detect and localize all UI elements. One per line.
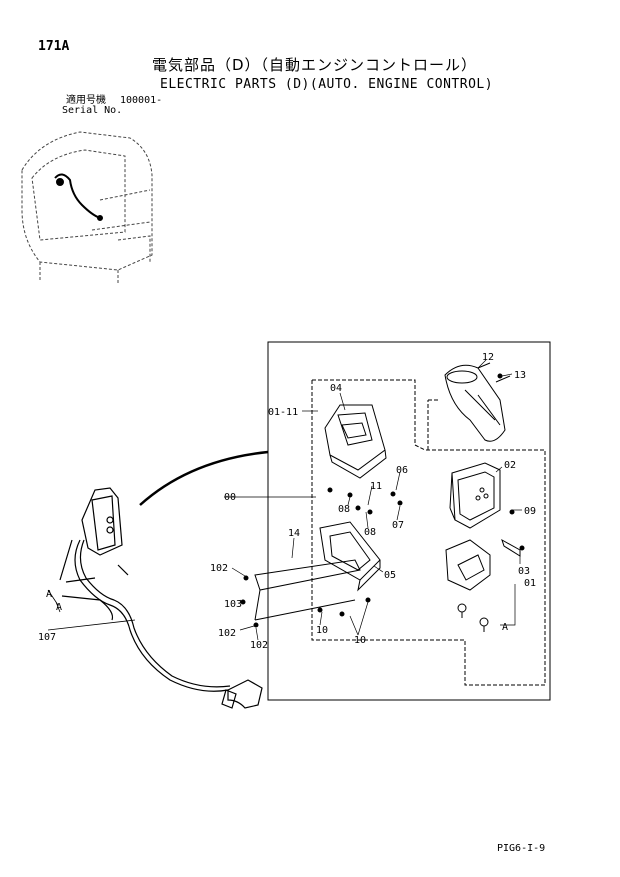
label-00: 00 — [224, 492, 236, 503]
label-102c: 102 — [250, 640, 268, 651]
label-07: 07 — [392, 520, 404, 531]
footer-code: PIG6-I-9 — [497, 843, 546, 854]
part-12-cover — [444, 362, 511, 442]
label-A1: A — [46, 589, 52, 600]
leader-107 — [47, 619, 136, 631]
label-08b: 08 — [364, 527, 376, 538]
label-10b: 10 — [354, 635, 366, 646]
part-02-controller — [449, 462, 501, 529]
label-05: 05 — [384, 570, 396, 581]
label-02: 02 — [504, 460, 516, 471]
leader-lines — [224, 359, 522, 641]
fasteners — [240, 373, 525, 628]
part-04-panel — [324, 404, 387, 479]
mounting-plate — [254, 559, 361, 621]
label-A2: A — [56, 602, 62, 613]
page-number: 171A — [38, 39, 70, 54]
title-japanese: 電気部品（D）（自動エンジンコントロール） — [152, 56, 478, 74]
serial-value: 100001- — [120, 95, 163, 106]
harness-assembly — [59, 487, 263, 709]
label-03: 03 — [518, 566, 530, 577]
label-102a: 102 — [210, 563, 228, 574]
serial-label-jp: 適用号機 — [66, 95, 106, 106]
label-04: 04 — [330, 383, 342, 394]
callout-arc — [139, 450, 269, 506]
label-102b: 102 — [218, 628, 236, 639]
part-05-bracket — [319, 521, 381, 592]
part-01-unit — [445, 538, 521, 632]
cab-thumbnail — [21, 131, 153, 285]
label-01-11: 01-11 — [268, 407, 298, 418]
part-labels: 12 13 04 01-11 06 11 02 00 08 08 07 09 1… — [38, 352, 536, 651]
label-11: 11 — [370, 481, 382, 492]
label-107: 107 — [38, 632, 56, 643]
label-14: 14 — [288, 528, 300, 539]
label-01: 01 — [524, 578, 536, 589]
title-english: ELECTRIC PARTS (D)(AUTO. ENGINE CONTROL) — [160, 77, 494, 92]
label-13: 13 — [514, 370, 526, 381]
main-frame — [267, 341, 551, 701]
label-08a: 08 — [338, 504, 350, 515]
label-06: 06 — [396, 465, 408, 476]
cab-harness-highlight — [54, 173, 103, 221]
label-A3: A — [502, 622, 508, 633]
label-09: 09 — [524, 506, 536, 517]
label-10a: 10 — [316, 625, 328, 636]
label-103: 103 — [224, 599, 242, 610]
label-12: 12 — [482, 352, 494, 363]
serial-label-en: Serial No. — [62, 105, 123, 116]
